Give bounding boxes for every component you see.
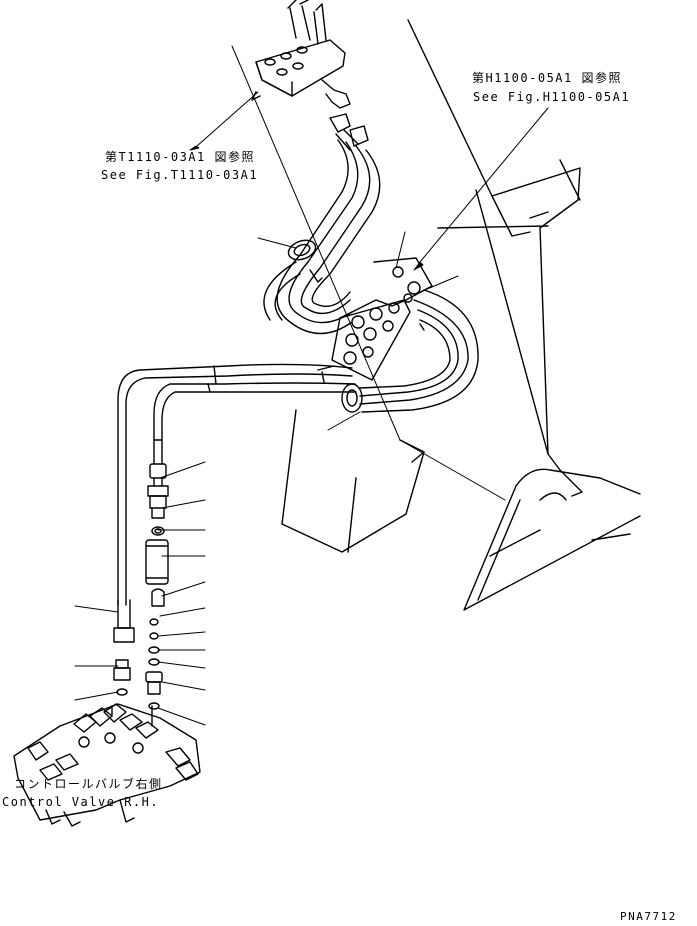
- leader-lines: [75, 46, 548, 725]
- control-valve: [14, 704, 200, 826]
- manifold-block: [332, 258, 432, 380]
- left-fitting-column: [114, 600, 134, 695]
- ref-t1110-en: See Fig.T1110-03A1: [101, 168, 259, 182]
- fitting-stack: [146, 464, 168, 709]
- upper-hose-bundle: [264, 140, 380, 334]
- ref-h1100-jp: 第H1100-05A1 図参照: [472, 71, 622, 85]
- control-valve-label-jp: コントロールバルブ右側: [14, 777, 163, 791]
- frame-structure: [282, 20, 640, 610]
- drawing-code: PNA7712: [620, 910, 677, 923]
- upper-hose-fittings: [322, 80, 368, 150]
- ref-t1110-jp: 第T1110-03A1 図参照: [105, 150, 255, 164]
- control-valve-label-en: Control Valve R.H.: [2, 795, 160, 809]
- lever-valve-block: [252, 0, 345, 100]
- right-loop-hoses: [360, 290, 478, 412]
- ref-h1100-en: See Fig.H1100-05A1: [473, 90, 631, 104]
- main-hose-run: [118, 364, 362, 605]
